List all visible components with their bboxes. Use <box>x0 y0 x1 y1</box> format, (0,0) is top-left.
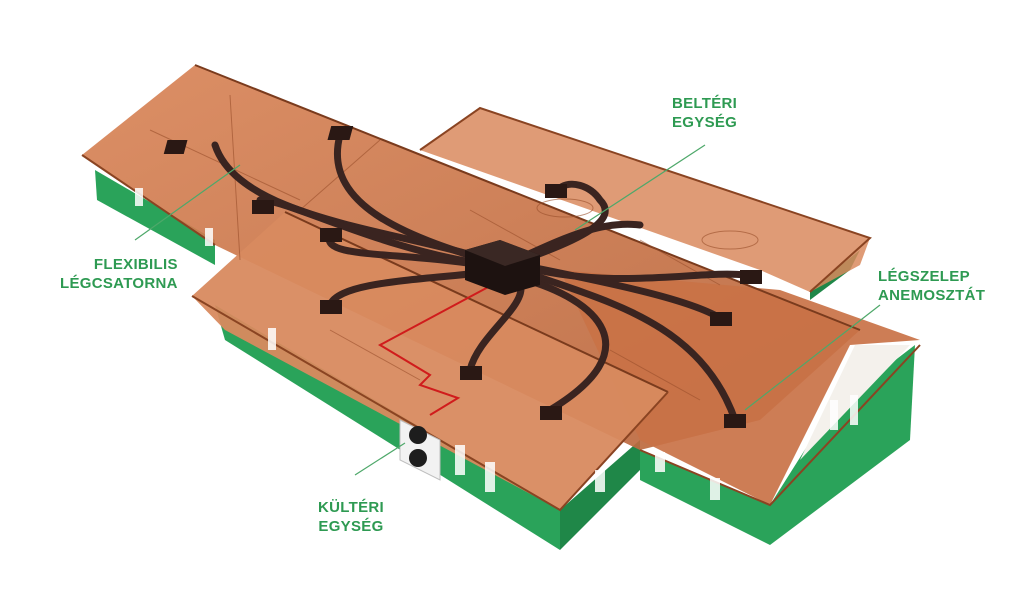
roof-edge-right <box>639 344 921 507</box>
air-valve-label-line2: ANEMOSZTÁT <box>878 287 986 304</box>
flexible-duct-label: FLEXIBILIS LÉGCSATORNA <box>60 255 178 293</box>
front-wing-roof <box>192 212 668 510</box>
air-diffuser-icon <box>540 406 562 420</box>
air-valve-label: LÉGSZELEP ANEMOSZTÁT <box>878 267 985 305</box>
roof-edge-left <box>81 154 216 246</box>
duct-7 <box>516 274 610 414</box>
air-diffuser-icon <box>320 300 342 314</box>
ridge-line-main <box>194 64 861 331</box>
windows <box>135 188 858 500</box>
leader-lines <box>134 144 881 476</box>
diffusers <box>163 126 762 428</box>
air-diffuser-icon <box>710 312 732 326</box>
flexible-duct-label-line2: LÉGCSATORNA <box>60 275 178 292</box>
outdoor-unit-label-line1: KÜLTÉRI <box>318 499 384 516</box>
outdoor-unit-label: KÜLTÉRI EGYSÉG <box>318 498 384 536</box>
duct-11 <box>518 180 609 264</box>
front-wing-side-wall <box>560 440 640 550</box>
duct-10 <box>522 262 724 322</box>
indoor-unit-label-line1: BELTÉRI <box>672 95 738 112</box>
flexible-duct-label-line1: FLEXIBILIS <box>93 256 178 273</box>
air-diffuser-icon <box>252 200 274 214</box>
air-diffuser-icon <box>320 228 342 242</box>
air-diffuser-icon <box>327 126 354 140</box>
leader-indoor-unit <box>574 144 706 231</box>
refrigerant-line <box>377 284 493 416</box>
right-lower-wing-roof <box>560 270 920 505</box>
outdoor-unit-label-line2: EGYSÉG <box>318 518 384 535</box>
leader-flexible-duct <box>134 164 241 241</box>
duct-4 <box>325 231 504 272</box>
leader-outdoor-unit <box>354 442 406 476</box>
air-diffuser-icon <box>163 140 188 154</box>
outdoor-ac-unit-icon <box>399 419 441 481</box>
right-wing-end-wall <box>770 345 915 545</box>
right-wing-wall <box>640 450 770 545</box>
air-diffuser-icon <box>724 414 746 428</box>
roof-edge-upper-right <box>419 106 872 293</box>
air-valve-label-line1: LÉGSZELEP <box>878 268 970 285</box>
indoor-ac-unit-icon <box>465 240 540 295</box>
air-diffuser-icon <box>460 366 482 380</box>
indoor-unit-label-line2: EGYSÉG <box>672 114 738 131</box>
air-diffuser-icon <box>545 184 567 198</box>
air-diffuser-icon <box>740 270 762 284</box>
indoor-unit-label: BELTÉRI EGYSÉG <box>672 94 737 132</box>
duct-8 <box>521 268 739 424</box>
right-upper-wing-roof <box>420 108 870 292</box>
leader-air-valve <box>744 304 881 411</box>
duct-12 <box>516 220 644 262</box>
roof-edge-front <box>191 295 669 512</box>
left-wing-wall <box>95 170 215 265</box>
